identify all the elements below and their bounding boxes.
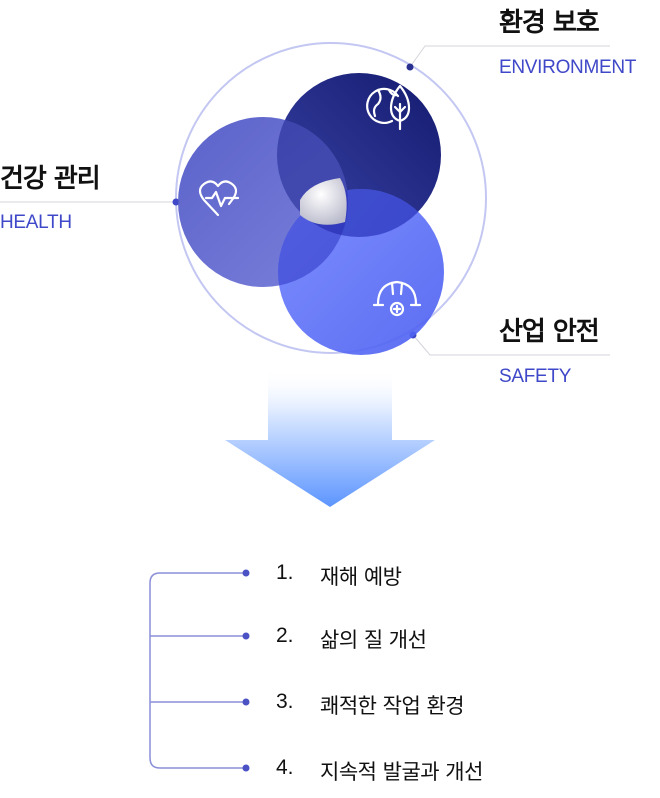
step-number: 4.	[276, 756, 294, 779]
step-number: 1.	[276, 561, 294, 584]
step-text: 재해 예방	[320, 565, 402, 589]
safety-title: 산업 안전	[499, 317, 600, 347]
step-number: 2.	[276, 624, 294, 647]
step-text: 지속적 발굴과 개선	[320, 760, 483, 784]
steps-bracket	[149, 572, 245, 769]
hard-hat-icon	[372, 280, 422, 317]
health-title: 건강 관리	[0, 164, 101, 194]
overlap-env-health	[277, 117, 348, 237]
health-subtitle: HEALTH	[0, 212, 72, 233]
step-text: 쾌적한 작업 환경	[320, 694, 465, 718]
center-overlap	[300, 178, 347, 225]
heart-pulse-icon	[198, 180, 240, 217]
globe-leaf-icon	[366, 84, 411, 131]
steps-bracket-dots	[242, 569, 250, 772]
connector-lines	[0, 45, 610, 356]
step-text: 삶의 질 개선	[320, 628, 427, 652]
step-number: 3.	[276, 690, 294, 713]
safety-subtitle: SAFETY	[499, 366, 572, 387]
environment-title: 환경 보호	[499, 8, 600, 38]
outer-ring	[175, 42, 487, 354]
overlap-health-safety	[278, 189, 348, 287]
down-arrow	[225, 368, 435, 507]
environment-subtitle: ENVIRONMENT	[499, 57, 637, 78]
